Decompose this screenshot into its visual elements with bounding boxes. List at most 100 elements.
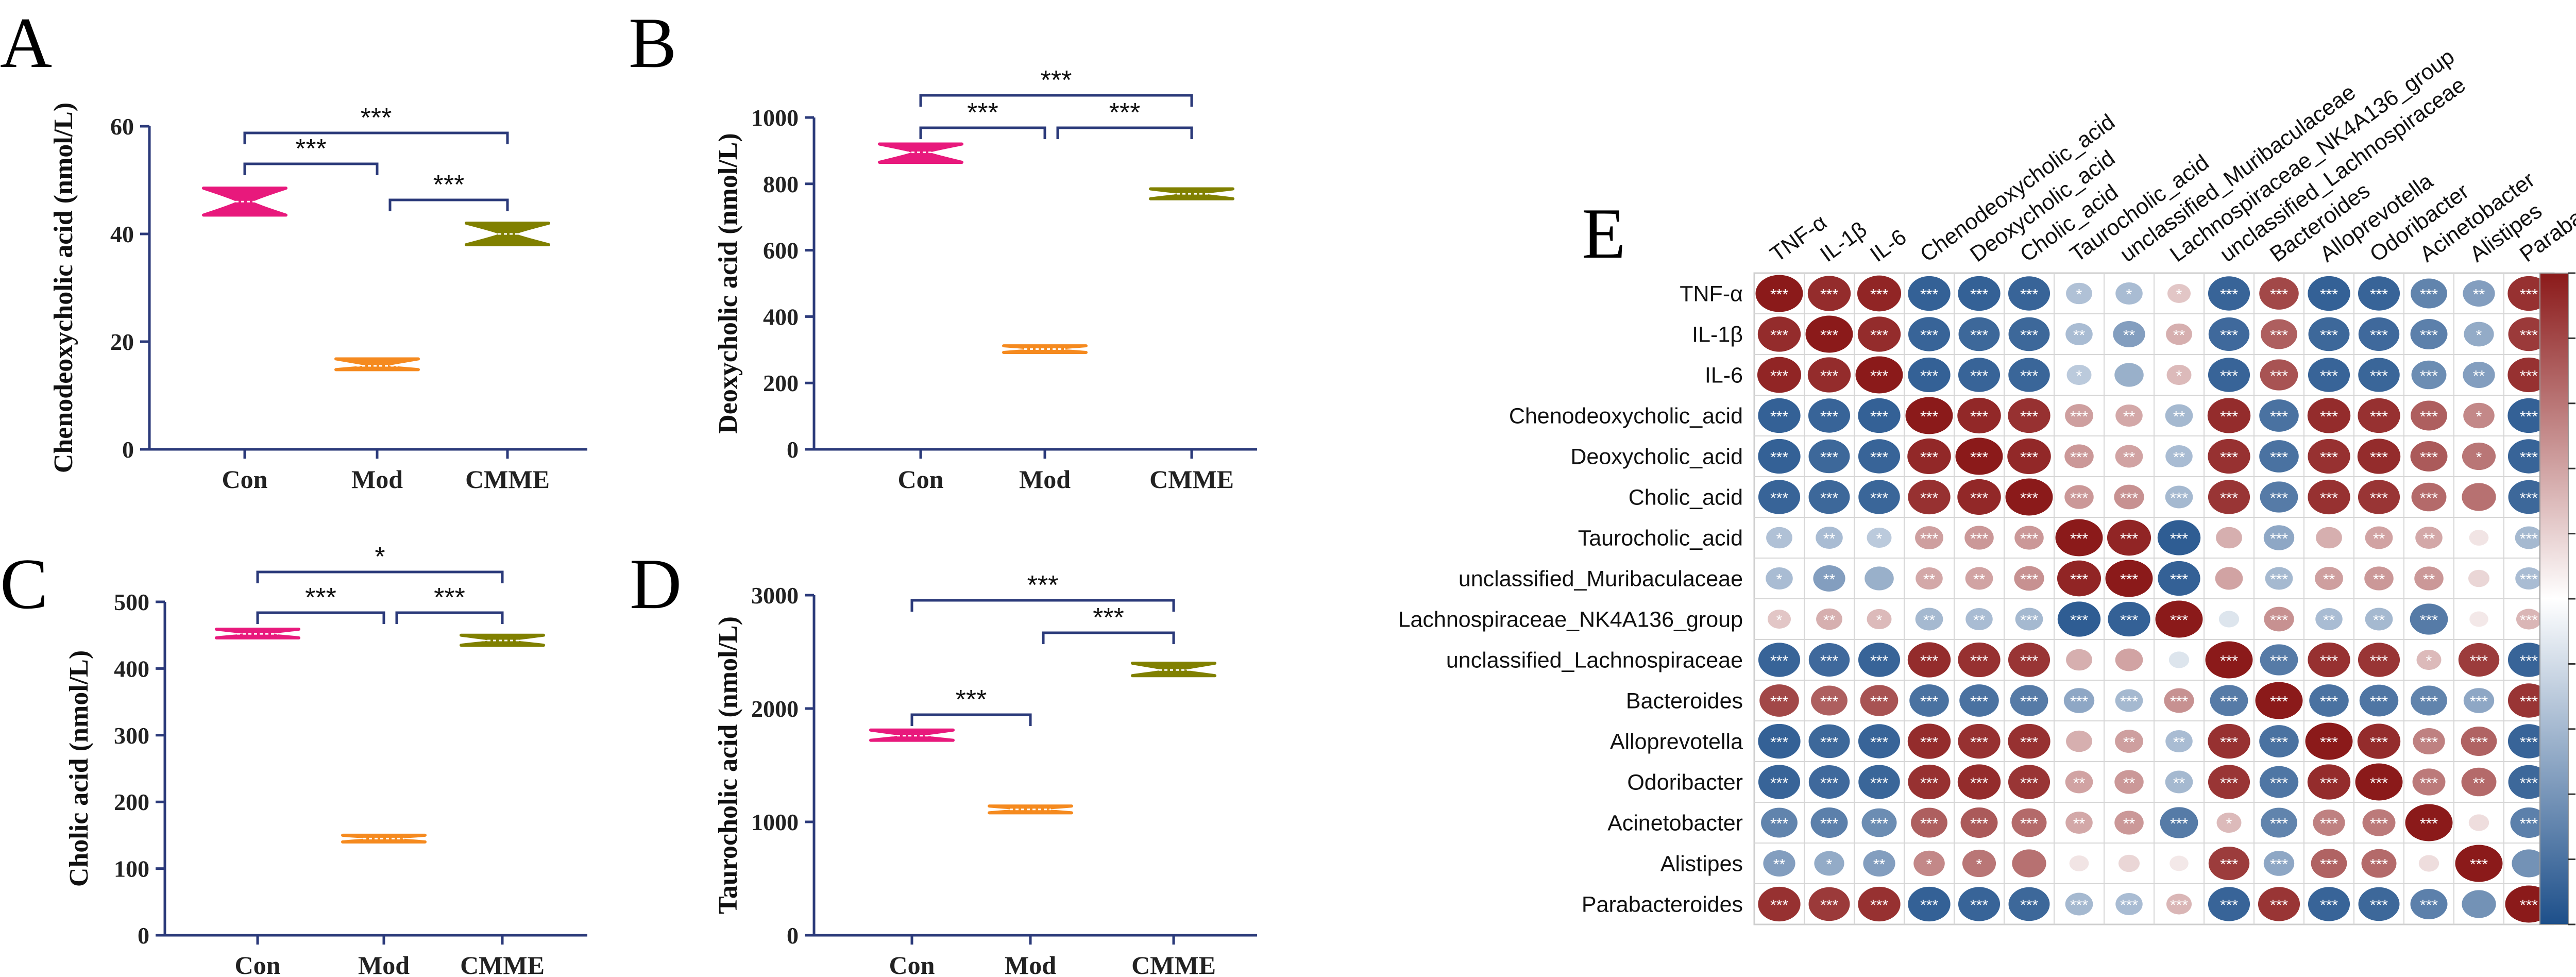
significance-label: *** <box>433 170 465 200</box>
heatmap-cell-significance: *** <box>2120 571 2138 588</box>
heatmap-cell <box>2510 807 2548 838</box>
heatmap-cell <box>2164 688 2194 713</box>
heatmap-cell-significance: *** <box>2270 490 2288 507</box>
heatmap-cell-significance: *** <box>2020 449 2038 466</box>
heatmap-cell <box>2464 322 2494 347</box>
heatmap-cell <box>2114 770 2144 794</box>
heatmap-cell-significance: ** <box>2123 734 2136 751</box>
heatmap-cell <box>1958 887 2001 921</box>
y-tick-label: 400 <box>763 304 799 330</box>
heatmap-cell <box>1811 685 1848 716</box>
heatmap-cell-significance: *** <box>2520 327 2538 344</box>
heatmap-cell-significance: *** <box>1970 653 1988 670</box>
heatmap-cell <box>1958 723 2001 759</box>
heatmap-cell <box>2508 480 2550 514</box>
heatmap-cell-significance: *** <box>2420 490 2438 507</box>
heatmap-cell-significance: *** <box>2020 612 2038 629</box>
heatmap-cell <box>1816 608 1842 630</box>
heatmap-cell-significance: *** <box>2220 368 2238 385</box>
heatmap-cell <box>2512 849 2546 878</box>
heatmap-cell-significance: *** <box>2320 856 2338 873</box>
heatmap-cell-significance: * <box>2076 287 2082 304</box>
heatmap-cell-significance: *** <box>2370 287 2388 304</box>
heatmap-cell-significance: *** <box>2320 816 2338 833</box>
heatmap-cell-significance: *** <box>2070 409 2088 426</box>
heatmap-cell-significance: *** <box>2520 897 2538 914</box>
heatmap-cell <box>1908 886 1951 922</box>
heatmap-cell-significance: *** <box>2270 816 2288 833</box>
heatmap-cell <box>2507 643 2550 677</box>
heatmap-cell-significance: *** <box>1920 287 1938 304</box>
heatmap-cell <box>1960 807 1998 838</box>
heatmap-row-label: unclassified_Muribaculaceae <box>1459 567 1743 592</box>
heatmap-cell <box>2461 726 2497 756</box>
heatmap-cell-significance: ** <box>2073 816 2086 833</box>
y-tick-label: 400 <box>114 655 149 682</box>
heatmap-cell <box>1814 851 1844 876</box>
heatmap-cell <box>2358 643 2400 677</box>
heatmap-cell-significance: *** <box>1970 287 1988 304</box>
heatmap-row-label: TNF-α <box>1680 282 1743 307</box>
heatmap-cell-significance: ** <box>2173 327 2185 344</box>
heatmap-cell <box>2113 321 2145 347</box>
heatmap-cell <box>1858 886 1901 922</box>
heatmap-cell <box>2316 527 2342 549</box>
heatmap-cell <box>2218 611 2240 628</box>
significance-label: *** <box>956 685 987 715</box>
heatmap-cell-significance: *** <box>2320 897 2338 914</box>
heatmap-cell <box>2063 688 2095 713</box>
heatmap-cell-significance: ** <box>1973 612 1986 629</box>
heatmap-cell <box>2015 608 2043 631</box>
heatmap-cell-significance: *** <box>2420 734 2438 751</box>
heatmap-cell <box>2208 276 2250 311</box>
heatmap-cell <box>2412 768 2446 796</box>
heatmap-cell <box>1962 849 1996 878</box>
heatmap-cell <box>2469 611 2488 627</box>
heatmap-cell <box>2507 724 2550 759</box>
heatmap-cell-significance: *** <box>2220 409 2238 426</box>
heatmap-cell-significance: *** <box>1970 775 1988 792</box>
heatmap-cell-significance: * <box>1976 856 1982 873</box>
heatmap-cell-significance: *** <box>2170 571 2188 588</box>
heatmap-cell <box>1913 850 1945 877</box>
heatmap-cell <box>2065 770 2093 794</box>
heatmap-cell-significance: *** <box>2220 653 2238 670</box>
heatmap-cell-significance: *** <box>2470 694 2488 711</box>
heatmap-cell <box>2411 482 2447 512</box>
heatmap-cell <box>2160 807 2198 838</box>
heatmap-cell-significance: ** <box>2373 612 2385 629</box>
heatmap-cell-significance: ** <box>2473 368 2485 385</box>
heatmap-cell <box>2165 485 2193 509</box>
heatmap-cell <box>2463 362 2495 388</box>
x-tick-label: Con <box>222 465 268 494</box>
heatmap-cell <box>2308 358 2350 392</box>
heatmap-cell-significance: *** <box>2270 449 2288 466</box>
heatmap-cell-significance: *** <box>2220 490 2238 507</box>
heatmap-cell-significance: *** <box>1970 734 1988 751</box>
heatmap-cell-significance: * <box>1876 531 1883 548</box>
heatmap-cell-significance: *** <box>2520 368 2538 385</box>
heatmap-cell <box>1763 850 1795 877</box>
heatmap-cell <box>1915 608 1943 631</box>
heatmap-cell-significance: *** <box>1920 816 1938 833</box>
heatmap-cell <box>1758 643 1801 677</box>
heatmap-cell <box>2011 808 2047 837</box>
heatmap-cell <box>1965 608 1993 630</box>
heatmap-cell-significance: *** <box>2370 734 2388 751</box>
heatmap-cell <box>1858 480 1900 514</box>
panel-letter-a: A <box>0 3 52 83</box>
heatmap-cell <box>2208 480 2250 514</box>
heatmap-cell-significance: *** <box>1970 694 1988 711</box>
heatmap-cell-significance: *** <box>2370 897 2388 914</box>
heatmap-row-label: IL-6 <box>1705 363 1743 388</box>
violin-cmme <box>460 633 545 647</box>
heatmap-cell-significance: *** <box>2020 653 2038 670</box>
heatmap-cell <box>2165 445 2193 467</box>
heatmap-cell-significance: *** <box>1920 327 1938 344</box>
heatmap-cell <box>2008 765 2050 799</box>
heatmap-cell <box>2263 851 2295 876</box>
y-tick-label: 800 <box>763 171 799 197</box>
heatmap-cell-significance: *** <box>1770 490 1788 507</box>
heatmap-cell <box>1757 316 1801 352</box>
